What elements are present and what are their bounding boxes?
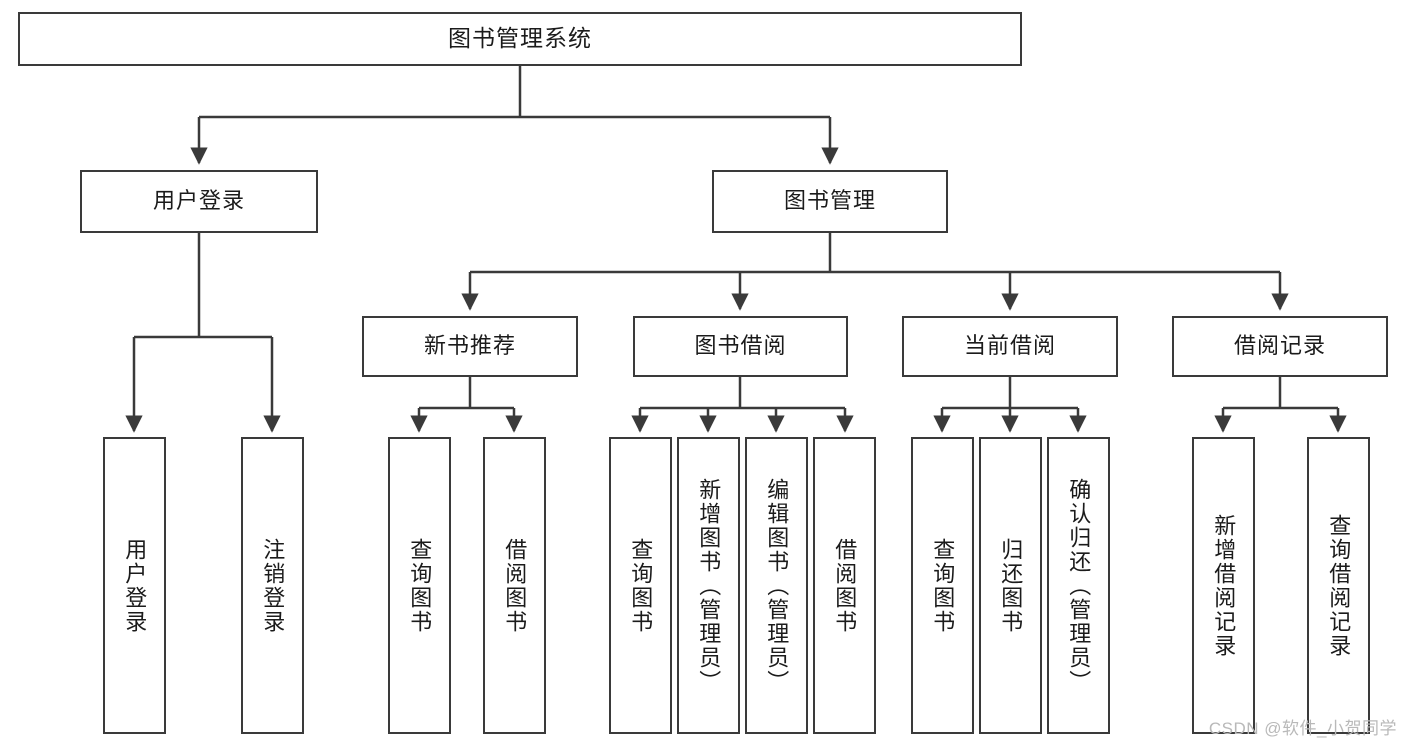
leaf-new-book-borrow[interactable]: 借阅图书 xyxy=(483,437,546,734)
node-label: 编辑图书（管理员） xyxy=(764,477,790,694)
node-label: 新增图书（管理员） xyxy=(696,477,722,694)
node-new-book-recommend[interactable]: 新书推荐 xyxy=(362,316,578,377)
leaf-borrow-record-query[interactable]: 查询借阅记录 xyxy=(1307,437,1370,734)
node-label: 用户登录 xyxy=(152,188,245,214)
leaf-user-login-logout[interactable]: 注销登录 xyxy=(241,437,304,734)
node-label: 图书管理 xyxy=(783,188,876,214)
leaf-borrow-record-add[interactable]: 新增借阅记录 xyxy=(1192,437,1255,734)
node-label: 当前借阅 xyxy=(963,333,1056,359)
leaf-new-book-query[interactable]: 查询图书 xyxy=(388,437,451,734)
leaf-book-borrow-query[interactable]: 查询图书 xyxy=(609,437,672,734)
node-label: 借阅图书 xyxy=(832,537,858,634)
watermark-text: CSDN @软件_小贺同学 xyxy=(1208,719,1397,738)
node-label: 查询借阅记录 xyxy=(1326,513,1352,658)
leaf-current-borrow-return[interactable]: 归还图书 xyxy=(979,437,1042,734)
leaf-current-borrow-confirm-return[interactable]: 确认归还（管理员） xyxy=(1047,437,1110,734)
leaf-user-login-login[interactable]: 用户登录 xyxy=(103,437,166,734)
leaf-book-borrow-add[interactable]: 新增图书（管理员） xyxy=(677,437,740,734)
node-label: 用户登录 xyxy=(122,537,148,634)
node-label: 查询图书 xyxy=(628,537,654,634)
node-root-system[interactable]: 图书管理系统 xyxy=(18,12,1022,66)
node-book-management[interactable]: 图书管理 xyxy=(712,170,948,233)
node-label: 注销登录 xyxy=(260,537,286,634)
node-label: 确认归还（管理员） xyxy=(1066,477,1092,694)
node-label: 借阅图书 xyxy=(502,537,528,634)
node-label: 查询图书 xyxy=(407,537,433,634)
leaf-current-borrow-query[interactable]: 查询图书 xyxy=(911,437,974,734)
node-label: 图书管理系统 xyxy=(448,25,592,52)
node-label: 借阅记录 xyxy=(1233,333,1326,359)
node-label: 新增借阅记录 xyxy=(1211,513,1237,658)
node-current-borrow[interactable]: 当前借阅 xyxy=(902,316,1118,377)
node-book-borrow[interactable]: 图书借阅 xyxy=(633,316,848,377)
node-borrow-record[interactable]: 借阅记录 xyxy=(1172,316,1388,377)
node-label: 归还图书 xyxy=(998,537,1024,634)
node-label: 图书借阅 xyxy=(694,333,787,359)
node-label: 查询图书 xyxy=(930,537,956,634)
node-user-login[interactable]: 用户登录 xyxy=(80,170,318,233)
leaf-book-borrow-borrow[interactable]: 借阅图书 xyxy=(813,437,876,734)
leaf-book-borrow-edit[interactable]: 编辑图书（管理员） xyxy=(745,437,808,734)
node-label: 新书推荐 xyxy=(423,333,516,359)
